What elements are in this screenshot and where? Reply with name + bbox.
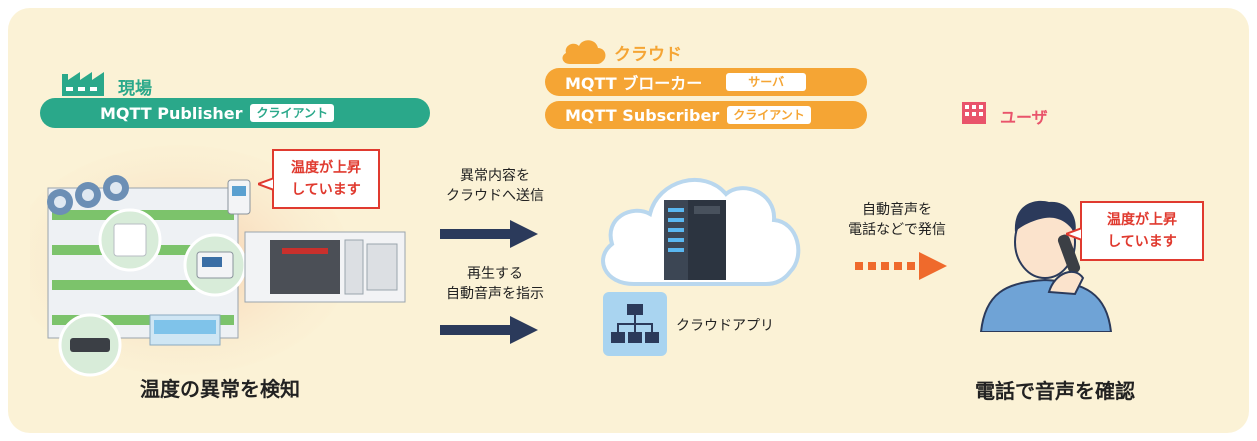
factory-caption: 温度の異常を検知	[140, 377, 300, 401]
step3-line2: 電話などで発信	[848, 222, 946, 238]
publisher-tag: クライアント	[250, 104, 335, 122]
broker-pill: MQTT ブローカー サーバ	[545, 68, 867, 96]
step2-line1: 再生する	[467, 266, 523, 282]
arrow-right-icon	[440, 316, 538, 344]
dashed-arrow-icon	[855, 252, 947, 280]
factory-alert-bubble: 温度が上昇 しています	[272, 149, 380, 209]
cloud-app-label: クラウドアプリ	[676, 318, 774, 334]
subscriber-pill: MQTT Subscriber クライアント	[545, 101, 867, 129]
cloud-title: クラウド	[614, 45, 682, 65]
user-alert-line2: しています	[1107, 234, 1177, 250]
subscriber-tag: クライアント	[727, 106, 811, 124]
user-label: ユーザ	[1000, 108, 1048, 127]
factory-illustration	[10, 140, 410, 380]
step3-text: 自動音声を 電話などで発信	[822, 200, 972, 240]
broker-label: MQTT ブローカー	[565, 74, 703, 93]
network-icon	[603, 292, 667, 356]
step2-text: 再生する 自動音声を指示	[425, 264, 565, 304]
arrow-right-icon	[440, 220, 538, 248]
person-on-phone-illustration	[975, 182, 1115, 333]
step1-line1: 異常内容を	[460, 168, 530, 184]
step1-line2: クラウドへ送信	[446, 188, 544, 204]
factory-alert-line1: 温度が上昇	[291, 160, 361, 176]
factory-icon	[60, 68, 112, 96]
broker-tag: サーバ	[726, 73, 807, 91]
publisher-label: MQTT Publisher	[100, 103, 243, 123]
subscriber-label: MQTT Subscriber	[565, 105, 720, 125]
factory-alert-line2: しています	[291, 182, 361, 198]
user-alert-pointer	[1063, 226, 1083, 242]
cloud-icon	[560, 36, 608, 66]
step2-line2: 自動音声を指示	[446, 286, 544, 302]
factory-alert-pointer	[255, 176, 275, 192]
site-label: 現場	[118, 79, 152, 99]
user-alert-bubble: 温度が上昇 しています	[1080, 201, 1204, 261]
user-alert-line1: 温度が上昇	[1107, 212, 1177, 228]
step1-text: 異常内容を クラウドへ送信	[425, 166, 565, 206]
cloud-server-illustration	[594, 160, 804, 290]
step3-line1: 自動音声を	[862, 202, 932, 218]
user-caption: 電話で音声を確認	[975, 379, 1135, 403]
building-icon	[962, 102, 986, 124]
publisher-pill: MQTT Publisher クライアント	[40, 98, 430, 128]
